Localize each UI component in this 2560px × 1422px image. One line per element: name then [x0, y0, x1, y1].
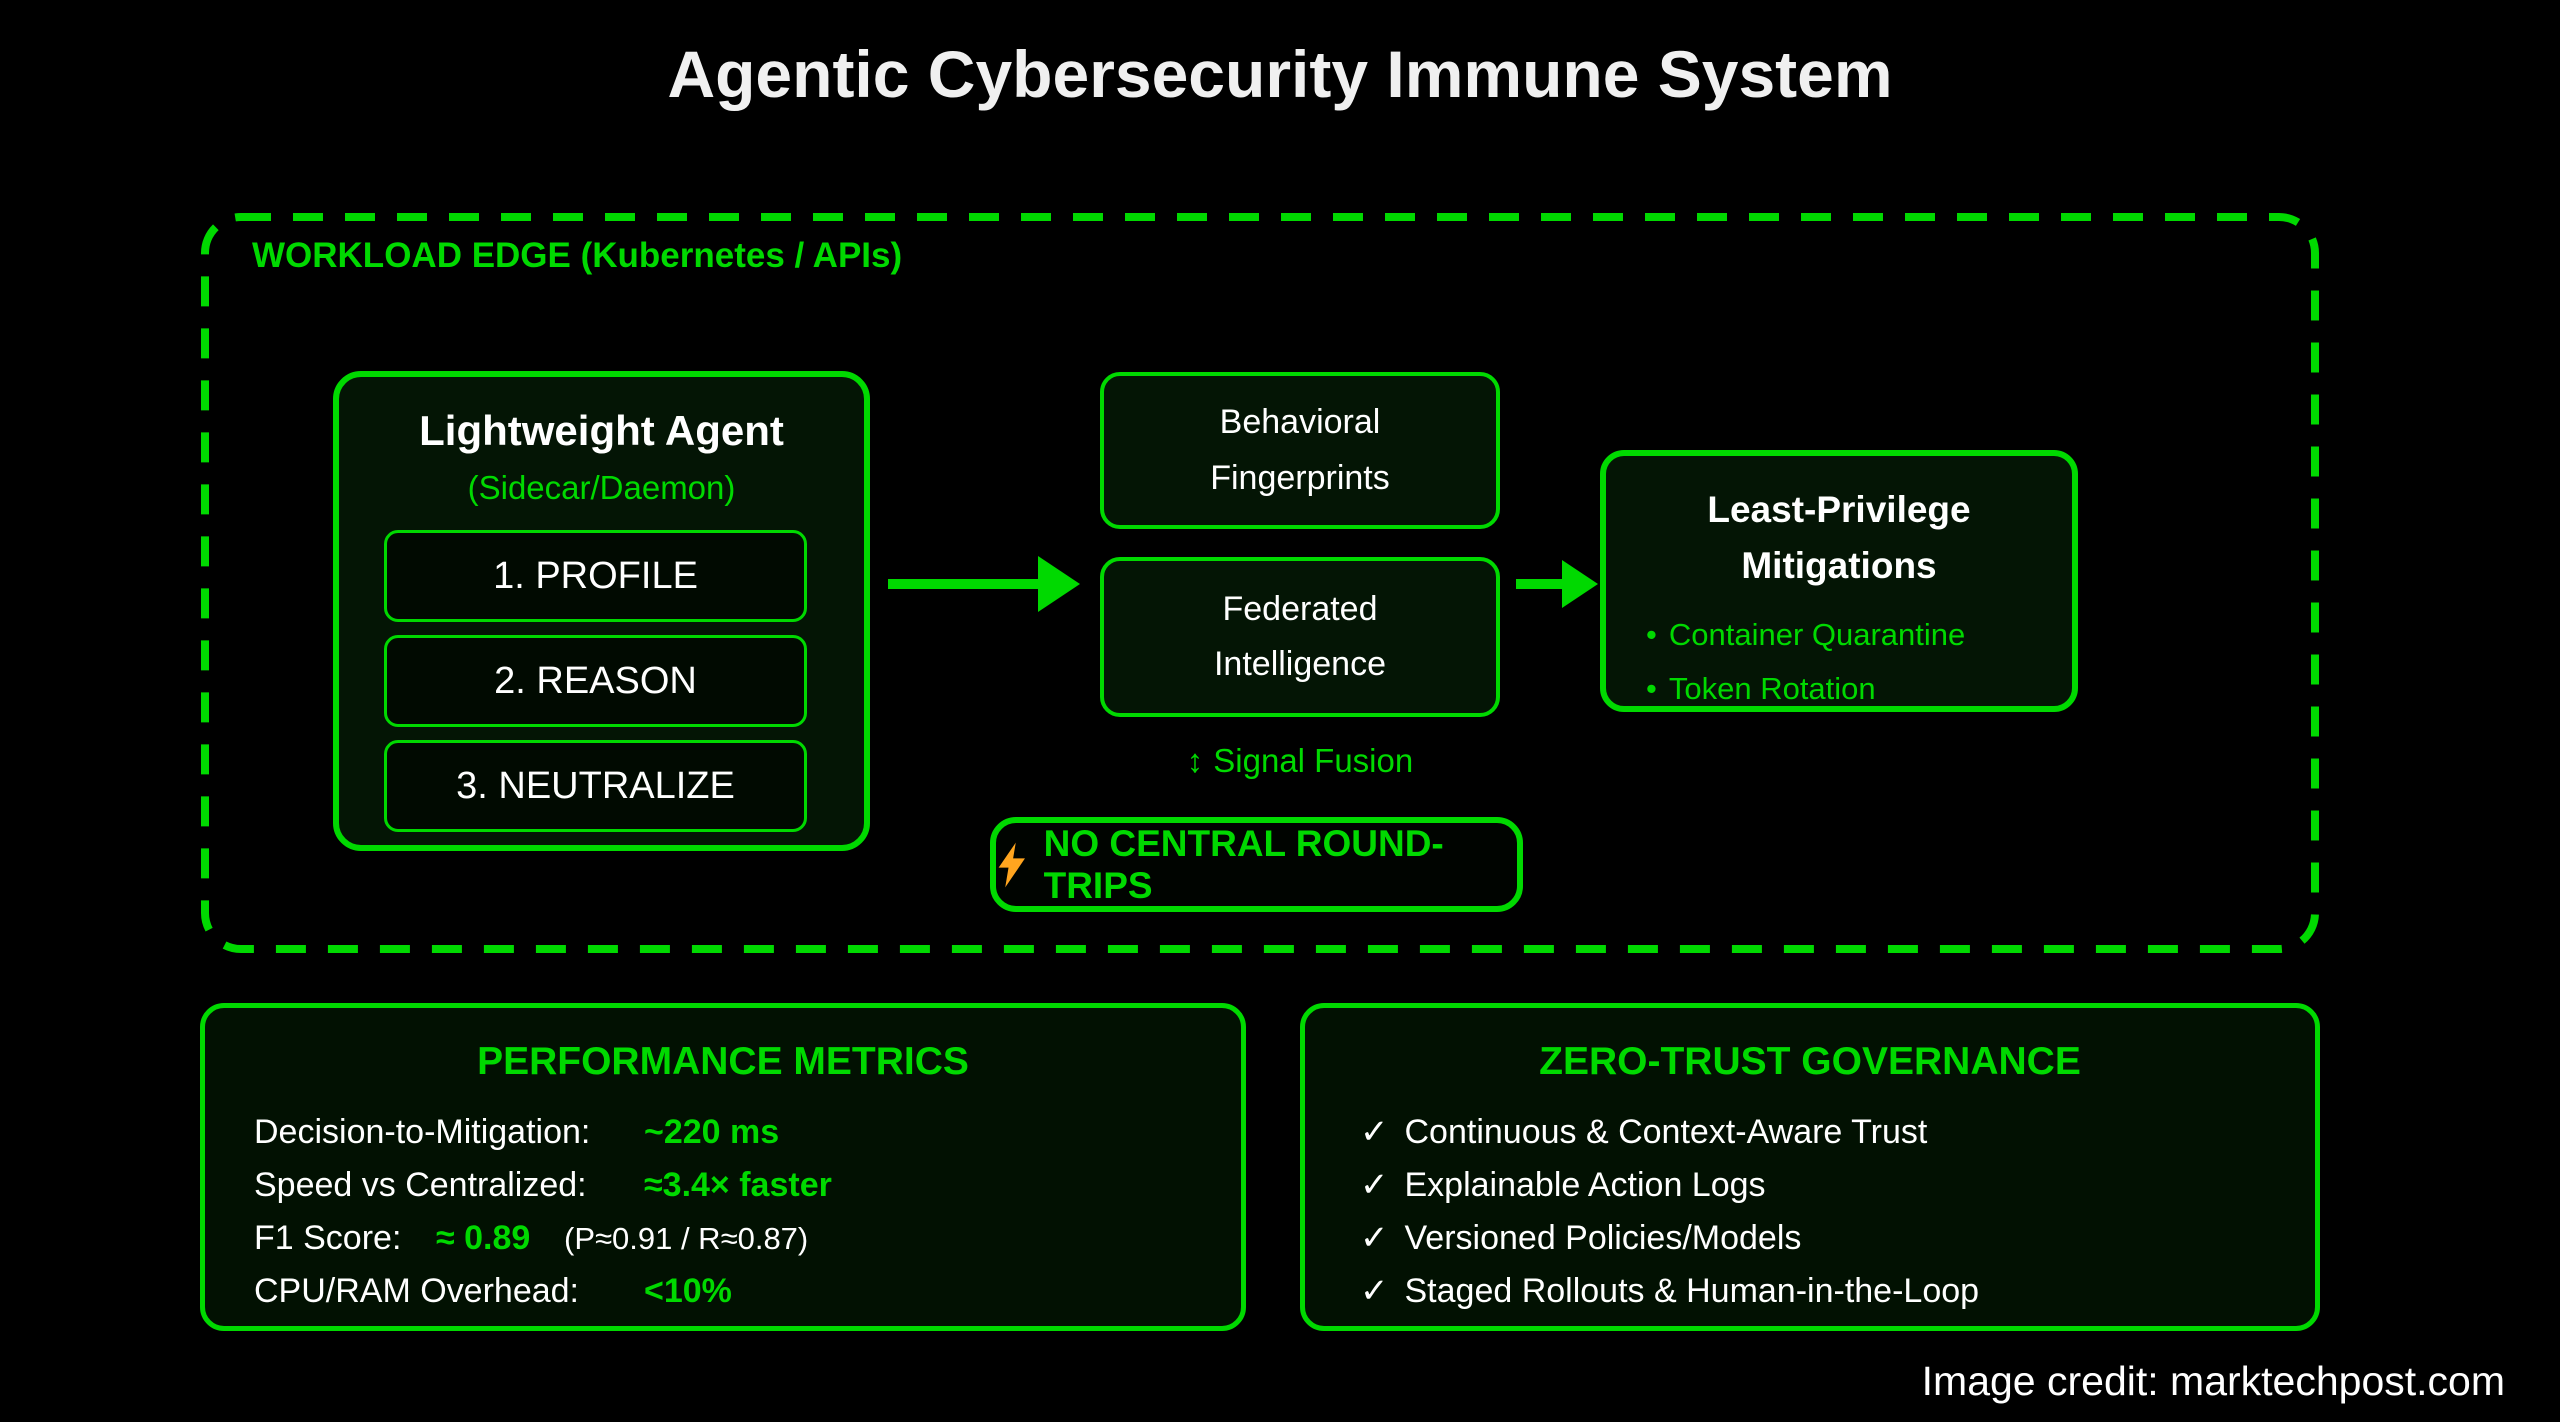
- bullet-icon: •: [1646, 671, 1657, 706]
- no-central-round-trips-box: NO CENTRAL ROUND-TRIPS: [990, 817, 1523, 912]
- metric-row: Speed vs Centralized: ≈3.4× faster: [205, 1159, 1241, 1212]
- agent-title: Lightweight Agent: [419, 407, 784, 454]
- arrow-shaft: [888, 579, 1040, 589]
- governance-item-label: Versioned Policies/Models: [1404, 1219, 1802, 1257]
- agent-subtitle: (Sidecar/Daemon): [467, 469, 736, 506]
- signal-fusion-label: ↕Signal Fusion: [1100, 742, 1500, 780]
- governance-item-label: Explainable Action Logs: [1404, 1166, 1766, 1204]
- image-credit: Image credit: marktechpost.com: [1921, 1358, 2505, 1404]
- mitigation-item-label: Container Quarantine: [1668, 617, 1966, 652]
- up-down-arrow-icon: ↕: [1186, 742, 1204, 779]
- lightweight-agent-box: Lightweight Agent (Sidecar/Daemon) 1. PR…: [333, 371, 870, 851]
- signal-fusion-text: Signal Fusion: [1213, 742, 1414, 779]
- federated-intelligence-box: Federated Intelligence: [1100, 557, 1500, 717]
- arrow-shaft: [1516, 579, 1564, 589]
- workload-edge-zone: WORKLOAD EDGE (Kubernetes / APIs) Lightw…: [200, 212, 2320, 954]
- arrow-head-icon: [1038, 556, 1080, 612]
- bullet-icon: •: [1646, 617, 1657, 652]
- mitigation-item: • Token Rotation: [1646, 671, 2072, 707]
- workload-edge-label: WORKLOAD EDGE (Kubernetes / APIs): [252, 236, 903, 275]
- agent-step-reason: 2. REASON: [384, 635, 807, 727]
- no-central-label: NO CENTRAL ROUND-TRIPS: [1043, 822, 1444, 906]
- governance-item: ✓ Explainable Action Logs: [1360, 1159, 1766, 1212]
- metric-row: F1 Score: ≈ 0.89 (P≈0.91 / R≈0.87): [205, 1212, 1241, 1265]
- governance-item-label: Staged Rollouts & Human-in-the-Loop: [1404, 1272, 1980, 1310]
- metric-value: ≈ 0.89: [436, 1219, 531, 1257]
- least-privilege-mitigations-box: Least-Privilege Mitigations • Container Q…: [1600, 450, 2078, 712]
- governance-item: ✓ Continuous & Context-Aware Trust: [1360, 1106, 1927, 1159]
- metric-row: Decision-to-Mitigation: ~220 ms: [205, 1106, 1241, 1159]
- performance-metrics-title: PERFORMANCE METRICS: [477, 1040, 969, 1083]
- zero-trust-governance-panel: ZERO-TRUST GOVERNANCE ✓ Continuous & Cont…: [1300, 1003, 2320, 1331]
- zero-trust-governance-title: ZERO-TRUST GOVERNANCE: [1539, 1040, 2081, 1083]
- metric-label: F1 Score:: [254, 1219, 402, 1257]
- mitigations-title: Least-Privilege Mitigations: [1606, 482, 2072, 593]
- metric-label: CPU/RAM Overhead:: [254, 1272, 579, 1310]
- metric-note: (P≈0.91 / R≈0.87): [564, 1221, 809, 1256]
- mitigation-item: • Container Quarantine: [1646, 617, 2072, 653]
- governance-item: ✓ Versioned Policies/Models: [1360, 1212, 1801, 1265]
- metric-value: ≈3.4× faster: [644, 1166, 832, 1204]
- agent-step-profile: 1. PROFILE: [384, 530, 807, 622]
- federated-line2: Intelligence: [1213, 645, 1386, 683]
- behavioral-line1: Behavioral: [1219, 403, 1381, 442]
- behavioral-fingerprints-box: Behavioral Fingerprints: [1100, 372, 1500, 529]
- agent-step-neutralize: 3. NEUTRALIZE: [384, 740, 807, 832]
- mitigations-title-line2: Mitigations: [1741, 544, 1937, 586]
- mitigations-items: • Container Quarantine • Token Rotation: [1646, 617, 2072, 707]
- check-icon: ✓: [1360, 1219, 1389, 1257]
- mitigations-title-line1: Least-Privilege: [1707, 489, 1971, 530]
- metric-row: CPU/RAM Overhead: <10%: [205, 1265, 1241, 1318]
- lightning-bolt-icon: [998, 842, 1025, 887]
- performance-metrics-panel: PERFORMANCE METRICS Decision-to-Mitigati…: [200, 1003, 1246, 1331]
- check-icon: ✓: [1360, 1272, 1389, 1310]
- governance-item-label: Continuous & Context-Aware Trust: [1404, 1113, 1928, 1151]
- check-icon: ✓: [1360, 1166, 1389, 1204]
- metric-label: Decision-to-Mitigation:: [254, 1113, 591, 1151]
- behavioral-line2: Fingerprints: [1210, 458, 1390, 497]
- governance-item: ✓ Staged Rollouts & Human-in-the-Loop: [1360, 1265, 1979, 1318]
- metric-label: Speed vs Centralized:: [254, 1166, 587, 1204]
- metric-value: <10%: [644, 1272, 732, 1310]
- arrow-head-icon: [1562, 560, 1598, 608]
- page-title: Agentic Cybersecurity Immune System: [667, 37, 1893, 111]
- check-icon: ✓: [1360, 1113, 1389, 1151]
- agent-steps: 1. PROFILE 2. REASON 3. NEUTRALIZE: [384, 530, 807, 845]
- mitigation-item-label: Token Rotation: [1668, 671, 1876, 706]
- federated-line1: Federated: [1222, 589, 1378, 628]
- metric-value: ~220 ms: [644, 1113, 780, 1151]
